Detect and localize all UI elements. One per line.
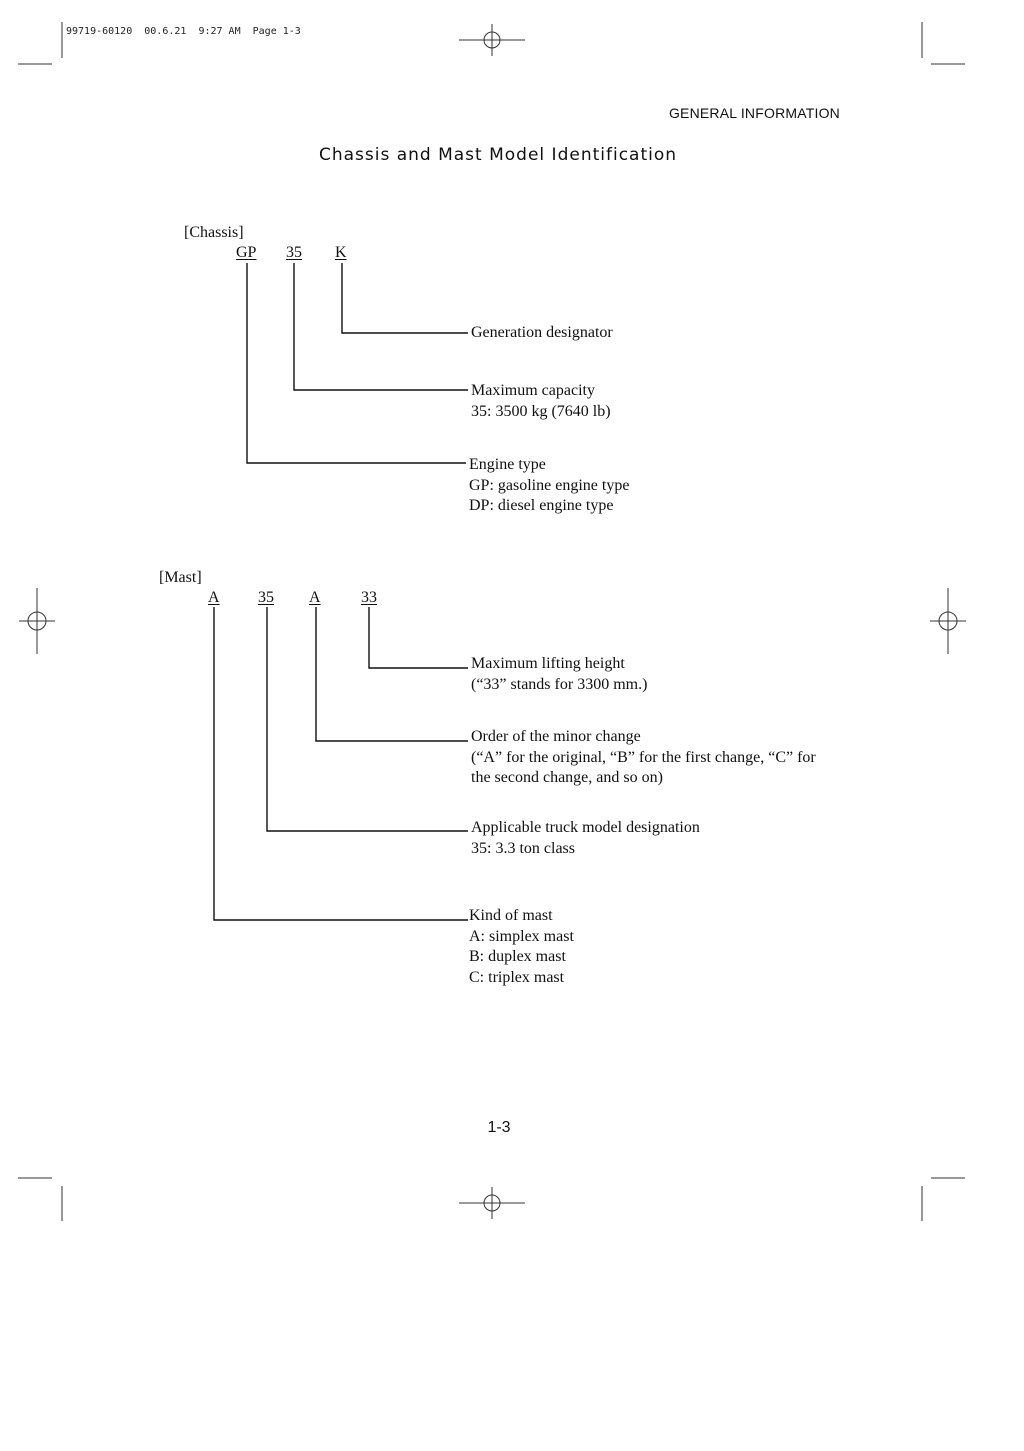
desc-line: (“33” stands for 3300 mm.) xyxy=(471,675,648,693)
desc-line: 35: 3.3 ton class xyxy=(471,839,575,857)
chassis-leader-lines xyxy=(246,263,468,464)
section-header: GENERAL INFORMATION xyxy=(668,105,840,121)
desc-line: Maximum capacity xyxy=(471,382,595,399)
page-number: 1-3 xyxy=(487,1119,511,1136)
desc-line: A: simplex mast xyxy=(469,927,574,945)
desc-line: Order of the minor change xyxy=(471,728,641,745)
desc-line: GP: gasoline engine type xyxy=(469,476,630,494)
desc-line: B: duplex mast xyxy=(469,948,566,965)
mast-desc-minor-change: Order of the minor change (“A” for the o… xyxy=(471,727,816,789)
chassis-desc-engine-type: Engine type GP: gasoline engine type DP:… xyxy=(469,455,629,517)
registration-target-icon xyxy=(19,24,966,1219)
desc-line: Engine type xyxy=(469,456,546,473)
desc-line: Kind of mast xyxy=(469,907,553,924)
chassis-code-capacity: 35 xyxy=(286,244,302,261)
desc-line: (“A” for the original, “B” for the first… xyxy=(471,748,816,766)
desc-line: Maximum lifting height xyxy=(471,655,625,672)
mast-leader-lines xyxy=(213,607,468,921)
desc-line: 35: 3500 kg (7640 lb) xyxy=(471,402,611,420)
desc-line: Generation designator xyxy=(471,324,613,341)
mast-desc-kind: Kind of mast A: simplex mast B: duplex m… xyxy=(469,906,574,988)
chassis-code-generation: K xyxy=(335,244,347,261)
print-slug-line: 99719-60120 00.6.21 9:27 AM Page 1-3 xyxy=(66,26,301,37)
desc-line: DP: diesel engine type xyxy=(469,497,614,514)
chassis-desc-capacity: Maximum capacity 35: 3500 kg (7640 lb) xyxy=(471,381,611,422)
mast-code-truck-model: 35 xyxy=(258,589,274,606)
chassis-heading: [Chassis] xyxy=(184,224,244,241)
chassis-desc-generation: Generation designator xyxy=(471,323,613,344)
mast-code-lift-height: 33 xyxy=(361,589,377,606)
chassis-code-engine-type: GP xyxy=(236,244,257,261)
mast-desc-lift-height: Maximum lifting height (“33” stands for … xyxy=(471,654,647,695)
mast-heading: [Mast] xyxy=(159,569,202,586)
mast-desc-truck-model: Applicable truck model designation 35: 3… xyxy=(471,818,700,859)
desc-line: the second change, and so on) xyxy=(471,769,663,786)
mast-code-kind: A xyxy=(208,589,220,606)
desc-line: C: triplex mast xyxy=(469,968,565,986)
page-title: Chassis and Mast Model Identification xyxy=(318,145,678,165)
mast-code-minor-change: A xyxy=(309,589,321,606)
desc-line: Applicable truck model designation xyxy=(471,819,700,836)
